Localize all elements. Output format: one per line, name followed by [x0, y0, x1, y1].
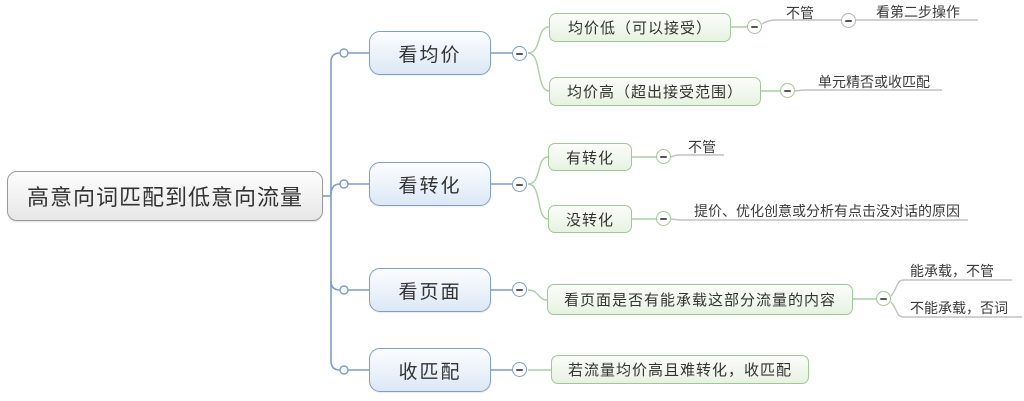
child-topic-narrow-match-action[interactable]: 若流量均价高且难转化，收匹配 — [551, 355, 809, 384]
connector-dots — [339, 48, 349, 375]
child-topic-has-conversion[interactable]: 有转化 — [548, 143, 632, 171]
collapse-button[interactable] — [656, 211, 671, 226]
minus-icon — [660, 218, 667, 220]
child-topic-page-capacity[interactable]: 看页面是否有能承载这部分流量的内容 — [547, 284, 853, 315]
minus-icon — [516, 184, 523, 186]
branch-topic-avg-price[interactable]: 看均价 — [369, 31, 491, 75]
leaf-label-ignore-2[interactable]: 不管 — [688, 139, 716, 155]
minus-icon — [845, 20, 852, 22]
root-topic[interactable]: 高意向词匹配到低意向流量 — [7, 171, 323, 221]
minus-icon — [751, 26, 758, 28]
leaf-label-cannot-carry[interactable]: 不能承载，否词 — [910, 300, 1008, 316]
child-link-lines — [527, 26, 877, 371]
collapse-button[interactable] — [512, 177, 527, 192]
child-topic-no-conversion[interactable]: 没转化 — [548, 205, 632, 233]
minus-icon — [516, 53, 523, 55]
minus-icon — [516, 369, 523, 371]
leaf-label-ignore-1[interactable]: 不管 — [786, 5, 814, 21]
leaf-label-can-carry[interactable]: 能承载，不管 — [910, 263, 994, 279]
collapse-button[interactable] — [780, 83, 795, 98]
leaf-label-second-step[interactable]: 看第二步操作 — [876, 4, 960, 20]
trunk-lines — [322, 52, 513, 371]
collapse-button[interactable] — [512, 46, 527, 61]
collapse-button[interactable] — [876, 291, 891, 306]
leaf-label-raise-bid-optimize[interactable]: 提价、优化创意或分析有点击没对话的原因 — [694, 203, 960, 219]
branch-topic-page[interactable]: 看页面 — [369, 268, 491, 312]
minus-icon — [880, 298, 887, 300]
minus-icon — [516, 289, 523, 291]
line-node-underlines — [670, 19, 1022, 318]
child-topic-price-low[interactable]: 均价低（可以接受） — [549, 13, 731, 42]
collapse-button[interactable] — [747, 19, 762, 34]
minus-icon — [660, 156, 667, 158]
minus-icon — [784, 90, 791, 92]
branch-topic-conversion[interactable]: 看转化 — [369, 162, 491, 206]
collapse-button[interactable] — [841, 13, 856, 28]
collapse-button[interactable] — [512, 362, 527, 377]
branch-topic-narrow-match[interactable]: 收匹配 — [369, 348, 491, 392]
leaf-label-exact-or-narrow[interactable]: 单元精否或收匹配 — [818, 74, 930, 90]
collapse-button[interactable] — [512, 282, 527, 297]
child-topic-price-high[interactable]: 均价高（超出接受范围） — [549, 77, 761, 106]
collapse-button[interactable] — [656, 149, 671, 164]
